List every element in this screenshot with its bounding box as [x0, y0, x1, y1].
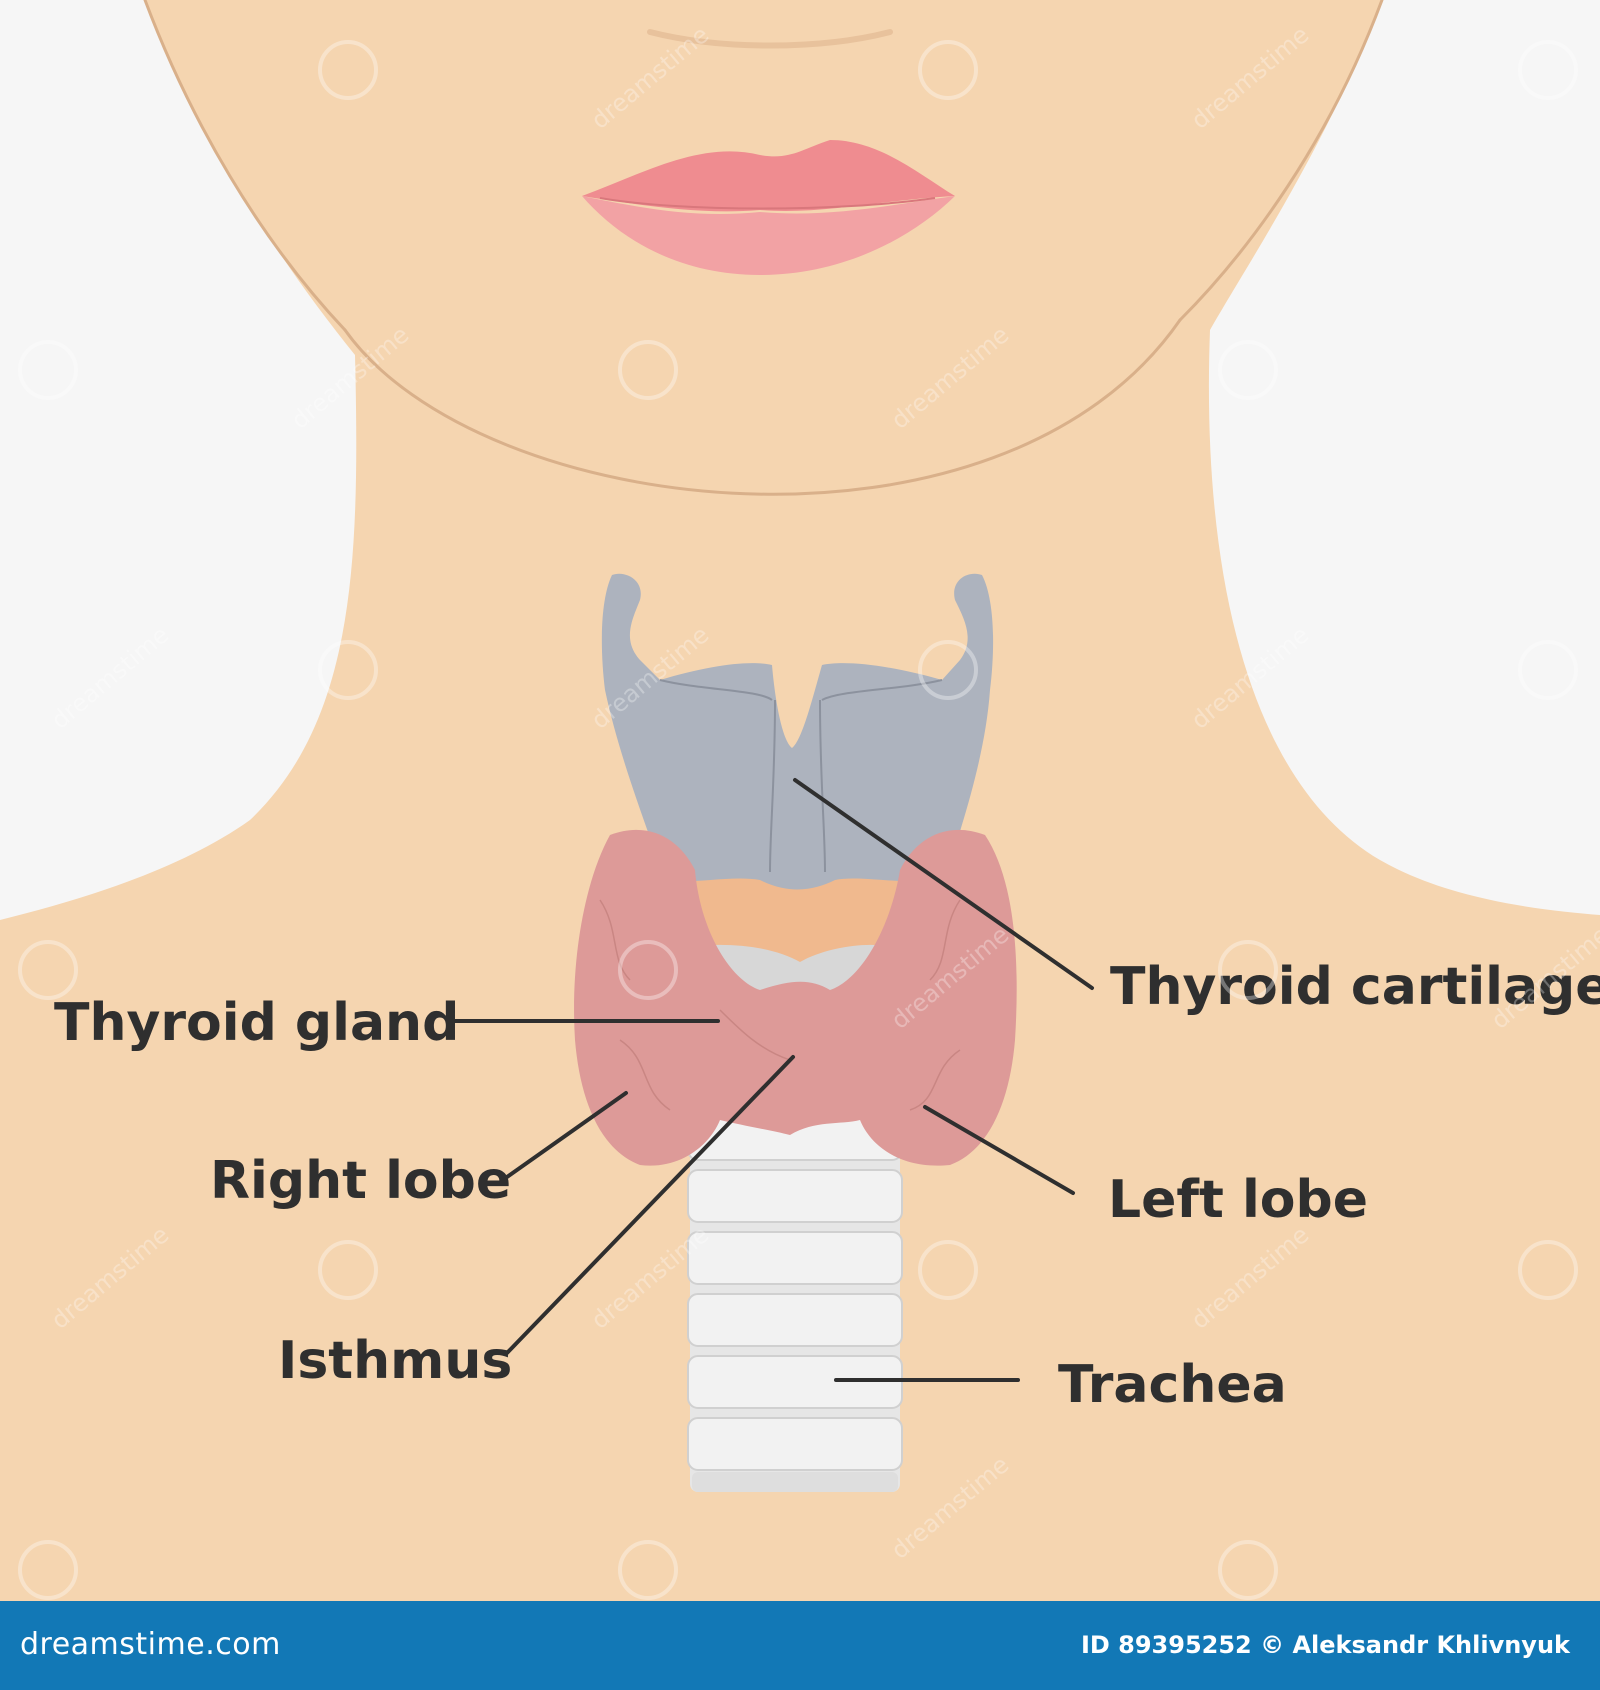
- label-isthmus: Isthmus: [278, 1331, 512, 1391]
- leader-thyroid-cartilage: [793, 778, 1094, 990]
- nose-base: [647, 29, 893, 49]
- thyroid-texture: [599, 899, 961, 1111]
- label-left-lobe: Left lobe: [1108, 1170, 1368, 1230]
- watermark-marks: [18, 40, 1578, 1600]
- leader-left-lobe: [923, 1105, 1075, 1195]
- chin-line: [343, 318, 1182, 496]
- jaw-line-right: [1178, 0, 1384, 322]
- cartilage-contour: [659, 679, 943, 873]
- thyroid-anatomy-diagram: Thyroid cartilage Thyroid gland Right lo…: [0, 0, 1600, 1601]
- label-thyroid-gland: Thyroid gland: [54, 993, 459, 1053]
- footer-credit: ID 89395252 © Aleksandr Khlivnyuk: [1080, 1631, 1570, 1659]
- label-trachea: Trachea: [1058, 1355, 1287, 1415]
- label-right-lobe: Right lobe: [210, 1151, 511, 1211]
- footer-bar: dreamstime.com ID 89395252 © Aleksandr K…: [0, 1601, 1600, 1690]
- leader-isthmus: [505, 1055, 795, 1355]
- jaw-line-left: [143, 0, 347, 332]
- label-thyroid-cartilage: Thyroid cartilage: [1110, 957, 1600, 1017]
- thyroid-gland-shape: [574, 829, 1017, 1166]
- lips: [582, 140, 955, 275]
- leader-right-lobe: [505, 1091, 628, 1179]
- trachea-rings: [687, 1100, 903, 1492]
- footer-brand[interactable]: dreamstime.com: [20, 1627, 281, 1662]
- thyroid-cartilage-shape: [601, 573, 994, 890]
